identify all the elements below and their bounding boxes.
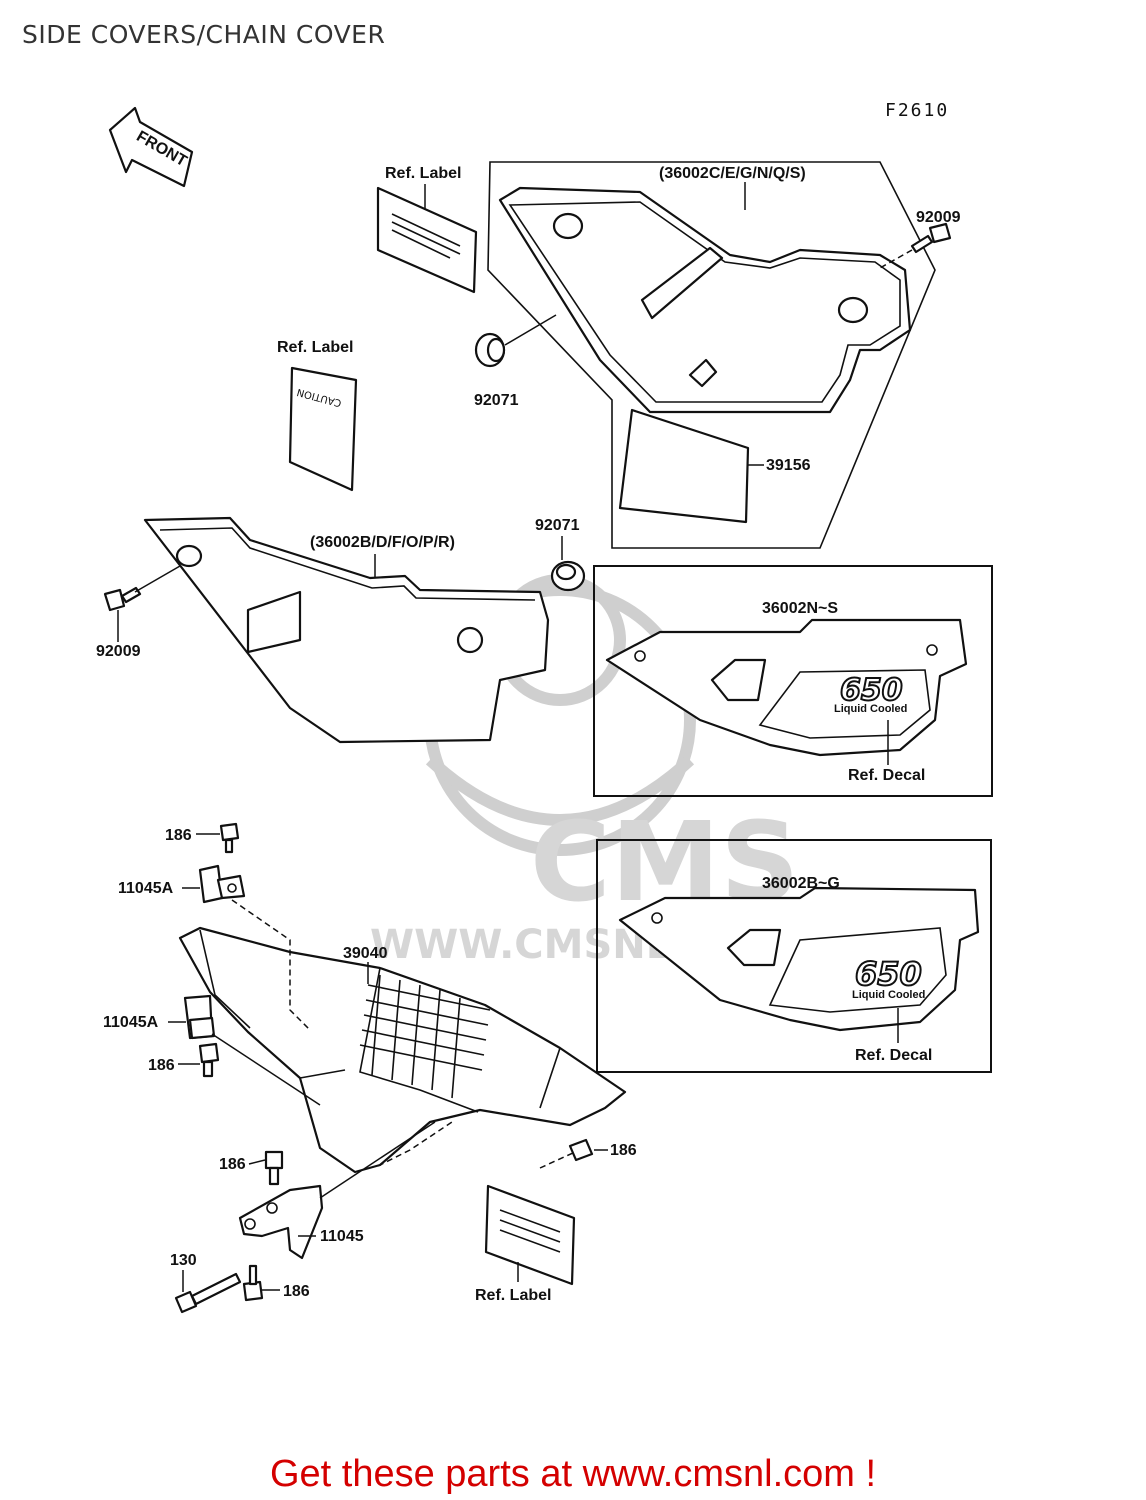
pad-39156 xyxy=(618,408,750,524)
bolt-130-label: 130 xyxy=(170,1252,197,1269)
bracket-11045-label: 11045 xyxy=(320,1228,364,1245)
left-side-cover xyxy=(143,516,550,744)
chain-cover-39040 xyxy=(178,926,627,1174)
footer-cta-link[interactable]: Get these parts at www.cmsnl.com ! xyxy=(269,1453,877,1495)
ref-label-sticker-top xyxy=(376,186,478,294)
right-side-cover xyxy=(498,186,912,414)
bolt-186-a-label: 186 xyxy=(165,827,192,844)
inset-b-g-decal-sub: Liquid Cooled xyxy=(852,989,925,1001)
bolt-186-b xyxy=(198,1042,220,1078)
inset-n-s-decal-number: 650 xyxy=(840,673,903,708)
inset-b-g-decal-number: 650 xyxy=(855,955,922,993)
grommet-92071-mid xyxy=(550,560,586,592)
grommet-92071-top xyxy=(474,332,506,368)
bolt-186-a xyxy=(219,822,240,854)
right-cover-group-outline xyxy=(487,161,936,549)
ref-label-sticker-bottom xyxy=(484,1184,576,1286)
inset-n-s-ref: Ref. Decal xyxy=(848,767,925,784)
screw-92009-left-label: 92009 xyxy=(96,643,141,660)
inset-b-g-code: 36002B~G xyxy=(762,875,840,892)
ref-label-bottom: Ref. Label xyxy=(475,1287,551,1304)
bracket-11045A-mid-label: 11045A xyxy=(103,1014,159,1031)
bolt-186-c xyxy=(568,1138,594,1162)
ref-label-top: Ref. Label xyxy=(385,165,461,182)
bracket-11045A-mid xyxy=(183,994,216,1040)
pad-39156-label: 39156 xyxy=(766,457,811,474)
front-direction-arrow: FRONT xyxy=(108,106,194,188)
grommet-92071-top-label: 92071 xyxy=(474,392,519,409)
bolt-186-e-label: 186 xyxy=(283,1283,310,1300)
figure-code: F2610 xyxy=(885,100,950,121)
screw-92009-top xyxy=(910,222,952,254)
chain-cover-label: 39040 xyxy=(343,945,388,962)
screw-92009-top-label: 92009 xyxy=(916,209,961,226)
bolt-186-b-label: 186 xyxy=(148,1057,175,1074)
bolt-186-c-label: 186 xyxy=(610,1142,637,1159)
ref-label-mid: Ref. Label xyxy=(277,339,353,356)
bolt-186-e xyxy=(242,1264,264,1302)
grommet-92071-mid-label: 92071 xyxy=(535,517,580,534)
inset-decal-b-g: 650 Liquid Cooled xyxy=(596,839,992,1073)
bracket-11045A-top-label: 11045A xyxy=(118,880,174,897)
inset-n-s-decal-sub: Liquid Cooled xyxy=(834,703,907,715)
bolt-130 xyxy=(174,1272,242,1314)
ref-label-sticker-mid: CAUTION xyxy=(288,366,358,492)
inset-decal-n-s: 650 Liquid Cooled xyxy=(593,565,993,797)
bolt-186-d xyxy=(264,1150,284,1186)
right-cover-callout: (36002C/E/G/N/Q/S) xyxy=(659,165,806,182)
bracket-11045 xyxy=(238,1184,324,1260)
page-title: SIDE COVERS/CHAIN COVER xyxy=(22,20,386,49)
inset-n-s-code: 36002N~S xyxy=(762,600,838,617)
bracket-11045A-top xyxy=(198,864,246,904)
left-cover-callout: (36002B/D/F/O/P/R) xyxy=(310,534,455,551)
inset-b-g-ref: Ref. Decal xyxy=(855,1047,932,1064)
bolt-186-d-label: 186 xyxy=(219,1156,246,1173)
